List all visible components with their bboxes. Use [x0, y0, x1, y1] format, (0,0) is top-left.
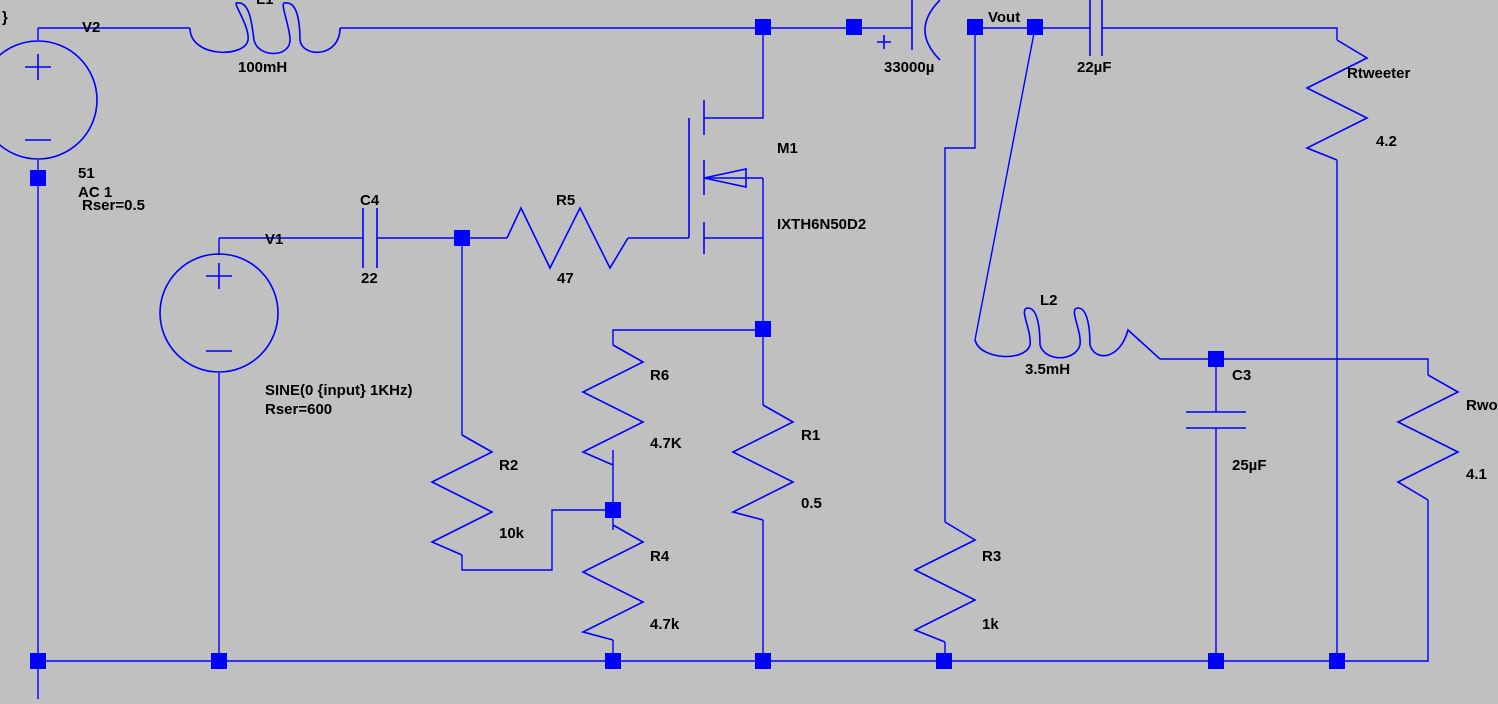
l1-name: L1	[256, 0, 274, 8]
node-gate	[454, 230, 470, 246]
resistor-r2[interactable]	[430, 434, 494, 556]
r2-name: R2	[499, 457, 518, 474]
node-l2-c3	[1208, 351, 1224, 367]
v2-value: 51	[78, 165, 95, 182]
r2-value: 10k	[499, 525, 525, 542]
resistor-r3[interactable]	[913, 521, 977, 643]
node-gnd-4	[755, 653, 771, 669]
node-cap-plus	[846, 19, 862, 35]
r4-value: 4.7k	[650, 616, 680, 633]
l2-value: 3.5mH	[1025, 361, 1070, 378]
voltage-source-v2[interactable]	[0, 40, 98, 160]
v1-name: V1	[265, 231, 283, 248]
rtweeter-name: Rtweeter	[1347, 65, 1411, 82]
r6-name: R6	[650, 367, 669, 384]
r4-name: R4	[650, 548, 670, 565]
c4-value: 22	[361, 270, 378, 287]
resistor-r6[interactable]	[581, 344, 645, 466]
r3-name: R3	[982, 548, 1001, 565]
capacitor-tweeter[interactable]	[1089, 0, 1103, 56]
m1-model: IXTH6N50D2	[777, 216, 866, 233]
c3-name: C3	[1232, 367, 1251, 384]
node-v2-minus	[30, 170, 46, 186]
resistor-rtweeter[interactable]	[1305, 39, 1369, 161]
capacitor-c4[interactable]	[362, 208, 378, 268]
node-gnd-5	[936, 653, 952, 669]
voltage-source-v1[interactable]	[159, 253, 279, 373]
resistor-r1[interactable]	[730, 404, 795, 521]
cap-tweeter-value: 22µF	[1077, 59, 1112, 76]
node-gnd-7	[1329, 653, 1345, 669]
node-r6-r4	[605, 502, 621, 518]
resistor-rwoofer[interactable]	[1396, 374, 1460, 501]
c3-value: 25µF	[1232, 457, 1267, 474]
c4-name: C4	[360, 192, 380, 209]
cap-bulk-value: 33000µ	[884, 59, 934, 76]
r1-value: 0.5	[801, 495, 822, 512]
inductor-l2[interactable]	[974, 307, 1161, 360]
vout-label: Vout	[988, 9, 1020, 26]
v1-source: SINE(0 {input} 1KHz)	[265, 382, 413, 399]
r5-value: 47	[557, 270, 574, 287]
resistor-r5[interactable]	[506, 206, 629, 270]
rwoofer-value: 4.1	[1466, 466, 1487, 483]
node-source	[755, 321, 771, 337]
node-r3-top	[967, 19, 983, 35]
mosfet-m1[interactable]	[688, 100, 763, 254]
node-gnd-3	[605, 653, 621, 669]
junction-nodes	[30, 19, 1345, 669]
m1-name: M1	[777, 140, 798, 157]
v2-name: V2	[82, 19, 100, 36]
rwoofer-name: Rwo	[1466, 397, 1498, 414]
node-gnd-2	[211, 653, 227, 669]
capacitor-c3[interactable]	[1186, 411, 1246, 429]
brace-label: }	[2, 9, 8, 26]
l1-value: 100mH	[238, 59, 287, 76]
r5-name: R5	[556, 192, 575, 209]
wires	[37, 27, 1429, 699]
node-gnd-1	[30, 653, 46, 669]
resistor-r4[interactable]	[580, 524, 645, 641]
v1-rser: Rser=600	[265, 401, 332, 418]
l2-name: L2	[1040, 292, 1058, 309]
v2-ac: AC 1	[78, 184, 112, 201]
r6-value: 4.7K	[650, 435, 682, 452]
node-gnd-6	[1208, 653, 1224, 669]
inductor-l1[interactable]	[189, 2, 341, 55]
r1-name: R1	[801, 427, 820, 444]
capacitor-bulk[interactable]	[877, 0, 941, 61]
v2-rser: Rser=0.5	[82, 197, 145, 214]
node-m1-drain	[755, 19, 771, 35]
node-vout	[1027, 19, 1043, 35]
r3-value: 1k	[982, 616, 999, 633]
labels: } V2 51 AC 1 Rser=0.5 L1 100mH 33000µ Vo…	[2, 0, 1498, 633]
rtweeter-value: 4.2	[1376, 133, 1397, 150]
